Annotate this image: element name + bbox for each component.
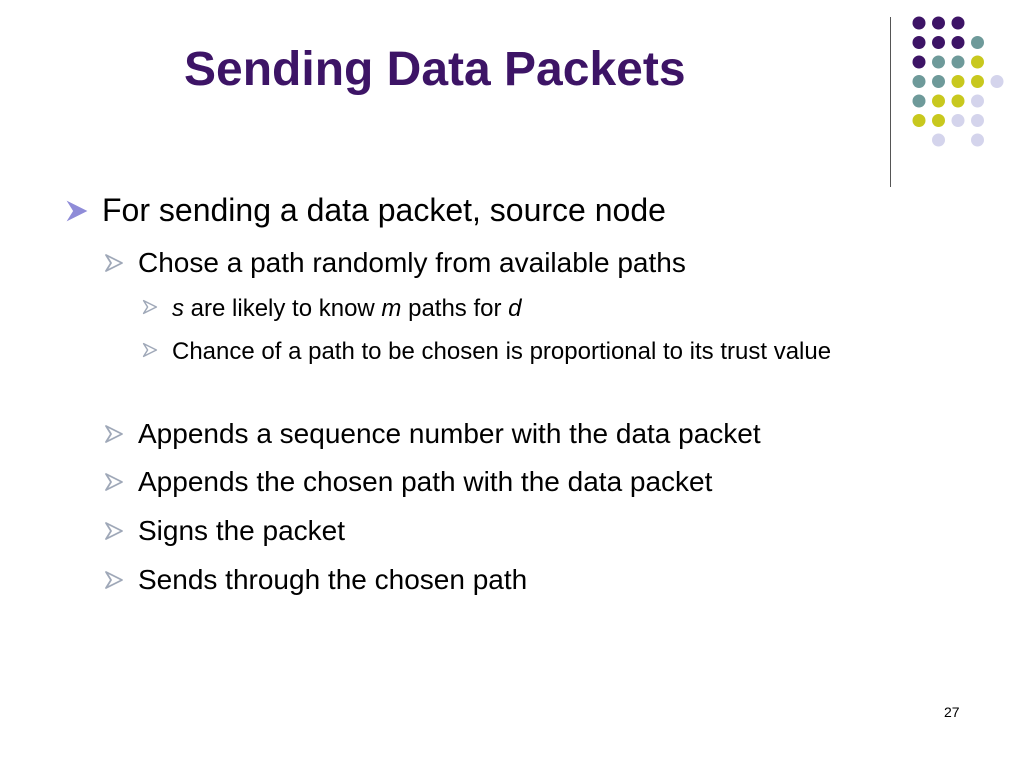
bullet-text: Chose a path randomly from available pat…	[138, 247, 686, 278]
bullet-level2-append-seq: Appends a sequence number with the data …	[104, 417, 924, 451]
bullet-level2-append-path: Appends the chosen path with the data pa…	[104, 465, 924, 499]
bullet-text: Sends through the chosen path	[138, 564, 528, 595]
slide-title: Sending Data Packets	[184, 43, 686, 96]
text-part1: are likely to know	[184, 295, 382, 322]
decorative-dot	[951, 75, 965, 88]
decorative-dot	[951, 55, 965, 69]
arrow-bullet-icon	[105, 522, 123, 540]
decorative-dot	[932, 55, 945, 69]
arrow-bullet-icon	[105, 425, 123, 443]
bullet-level1-main: For sending a data packet, source node	[64, 190, 844, 230]
decorative-dot	[912, 36, 926, 49]
decorative-dot	[912, 16, 926, 30]
decorative-dot	[971, 133, 984, 147]
arrow-bullet-icon	[142, 299, 158, 315]
bullet-level3-chance: Chance of a path to be chosen is proport…	[142, 334, 932, 369]
var-s: s	[172, 295, 184, 322]
decorative-dot	[912, 55, 926, 69]
bullet-level3-likely-know: s are likely to know m paths for d	[142, 291, 932, 326]
decorative-dot	[971, 75, 984, 88]
text-part2: paths for	[401, 295, 509, 322]
decorative-dot	[971, 36, 984, 49]
decorative-dot	[932, 114, 945, 127]
decorative-dot-grid-icon	[912, 16, 1004, 147]
arrow-bullet-icon	[105, 473, 123, 491]
arrow-bullet-icon	[142, 342, 158, 358]
decorative-dot	[971, 94, 984, 108]
decorative-dot	[951, 36, 965, 49]
var-m: m	[381, 295, 402, 322]
decorative-dot	[932, 36, 945, 49]
decorative-dot	[912, 75, 926, 88]
title-divider	[890, 17, 891, 187]
decorative-dot	[951, 16, 965, 30]
arrow-bullet-icon	[105, 571, 123, 589]
bullet-level2-sign: Signs the packet	[104, 514, 924, 548]
decorative-dot	[932, 75, 945, 88]
decorative-dot	[951, 94, 965, 108]
decorative-dot	[990, 75, 1004, 88]
decorative-dot	[932, 133, 945, 147]
decorative-dot	[971, 114, 984, 127]
decorative-dot	[912, 114, 926, 127]
bullet-level2-send: Sends through the chosen path	[104, 563, 924, 597]
decorative-dot	[971, 55, 984, 69]
bullet-text: For sending a data packet, source node	[102, 192, 666, 228]
decorative-dot	[932, 16, 945, 30]
var-d: d	[508, 295, 522, 322]
bullet-level2-chose-path: Chose a path randomly from available pat…	[104, 246, 924, 280]
arrow-bullet-icon	[66, 200, 88, 222]
page-number: 27	[944, 704, 960, 720]
decorative-dot	[932, 94, 945, 108]
decorative-dot	[912, 94, 926, 108]
bullet-text: Appends a sequence number with the data …	[138, 418, 761, 449]
bullet-text: Signs the packet	[138, 515, 346, 546]
bullet-text: s are likely to know m paths for d	[172, 291, 922, 326]
bullet-text: Chance of a path to be chosen is proport…	[172, 338, 832, 365]
bullet-text: Appends the chosen path with the data pa…	[138, 466, 713, 497]
decorative-dot	[951, 114, 965, 127]
arrow-bullet-icon	[105, 254, 123, 272]
